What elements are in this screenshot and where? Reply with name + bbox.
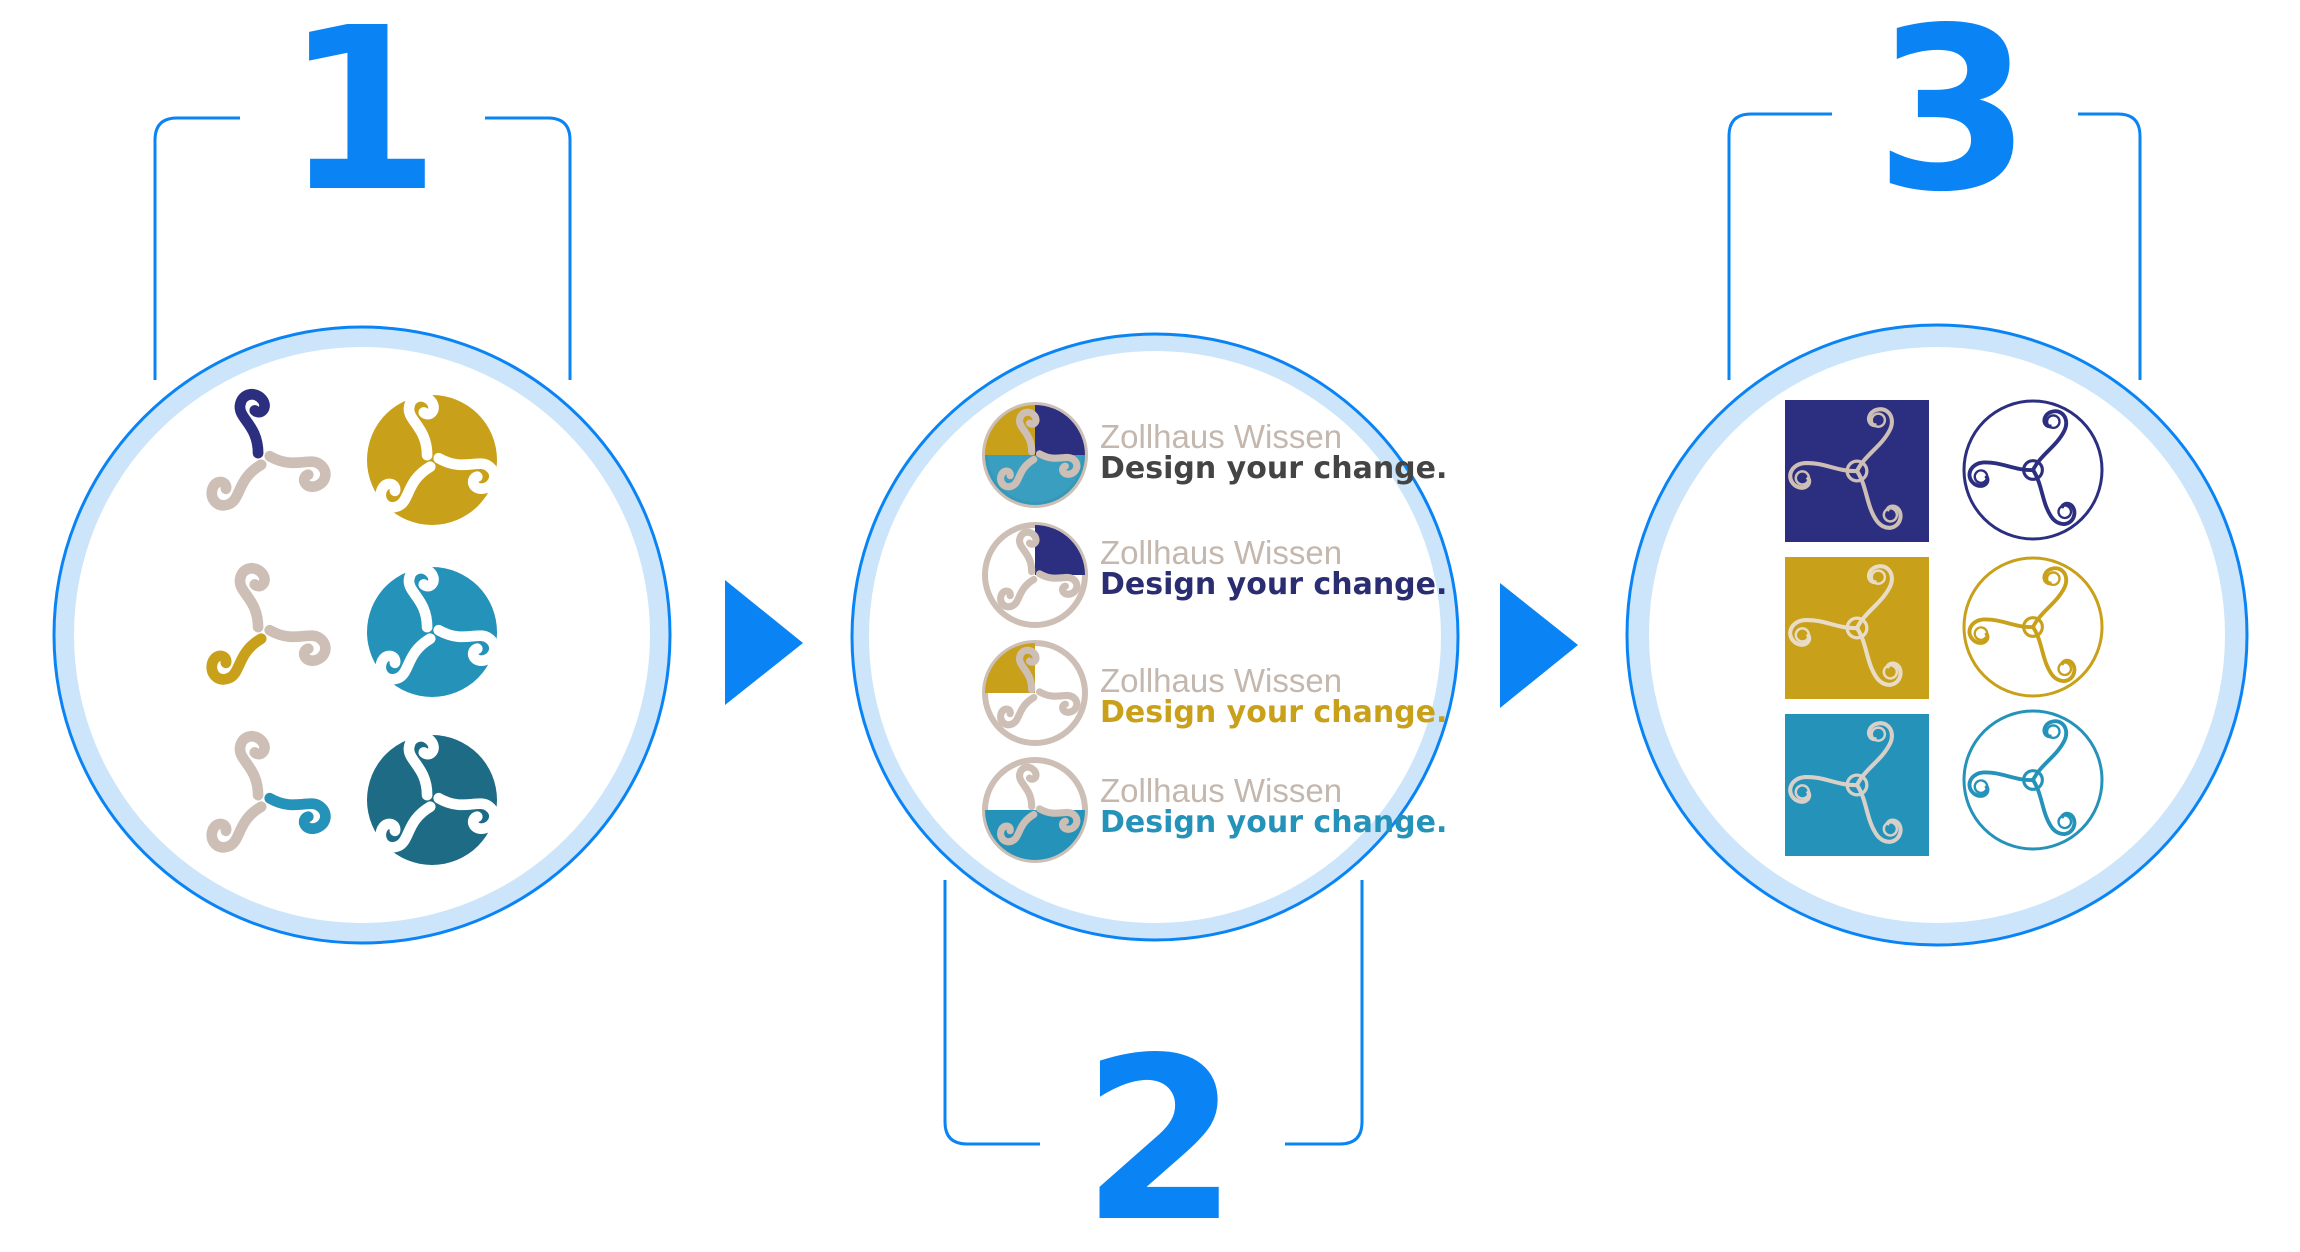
ornament-square-navy	[1785, 400, 1929, 542]
brand-name: Zollhaus Wissen	[1100, 662, 1342, 699]
lockup-row-2: Zollhaus Wissen Design your change.	[982, 522, 1447, 628]
logo-badge-teal	[367, 567, 499, 697]
logo-badge-teal-dark	[367, 735, 499, 865]
brand-name: Zollhaus Wissen	[1100, 534, 1342, 571]
ornament-circle-gold	[1962, 556, 2104, 698]
brand-name: Zollhaus Wissen	[1100, 772, 1342, 809]
lockup-row-3: Zollhaus Wissen Design your change.	[982, 640, 1447, 746]
ornament-square-gold	[1785, 557, 1929, 699]
step-circle-3	[1625, 323, 2249, 947]
step-circle-1	[52, 325, 672, 945]
logo-badge-gold	[367, 395, 499, 525]
slogan: Design your change.	[1100, 695, 1447, 730]
bracket-2	[943, 880, 1364, 1146]
step-number-3: 3	[1875, 0, 2032, 242]
ornament-circle-teal	[1962, 709, 2104, 851]
slogan: Design your change.	[1100, 451, 1447, 486]
lockup-row-4: Zollhaus Wissen Design your change.	[982, 757, 1447, 863]
slogan: Design your change.	[1100, 567, 1447, 602]
ornament-square-teal	[1785, 714, 1929, 856]
bracket-1	[153, 116, 572, 380]
step-number-1: 1	[284, 0, 441, 242]
arrow-right-icon	[1500, 583, 1578, 708]
lockup-row-1: Zollhaus Wissen Design your change.	[982, 402, 1447, 508]
ornament-circle-navy	[1962, 399, 2104, 541]
brand-name: Zollhaus Wissen	[1100, 418, 1342, 455]
step-number-2: 2	[1082, 1010, 1239, 1252]
slogan: Design your change.	[1100, 805, 1447, 840]
bracket-3	[1727, 112, 2142, 380]
arrow-right-icon	[725, 580, 803, 705]
